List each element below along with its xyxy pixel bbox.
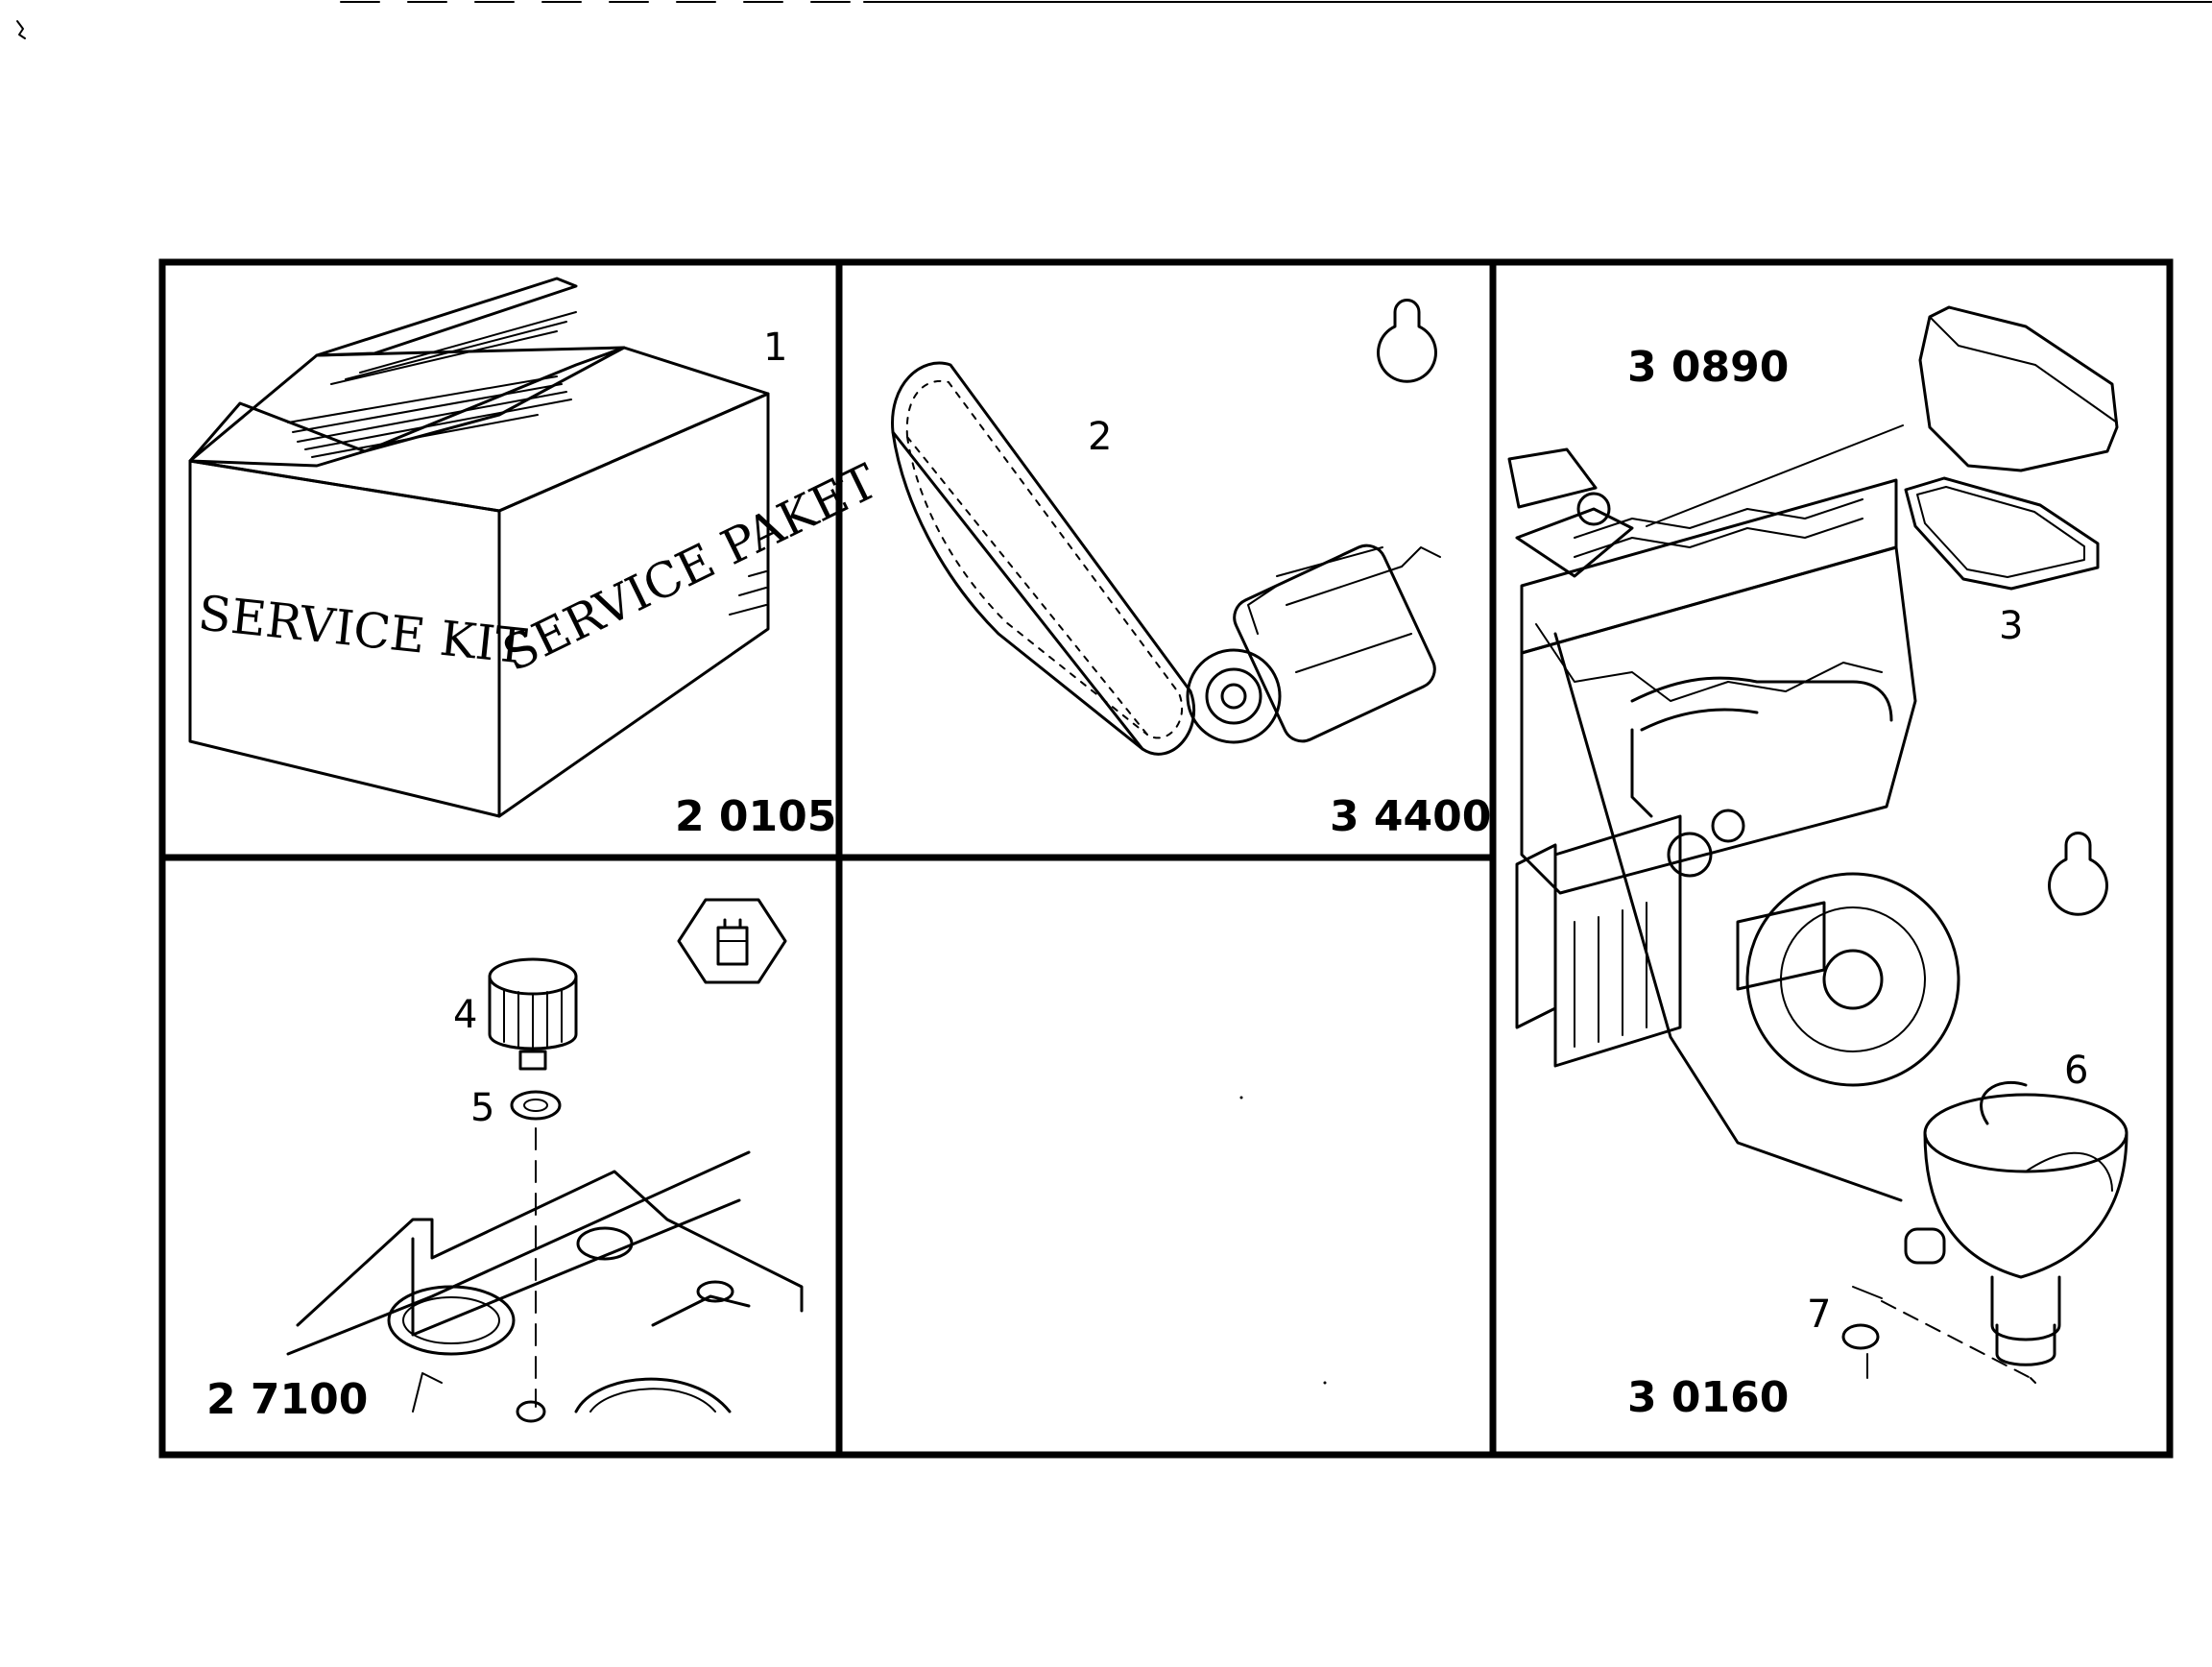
box-interior-shading bbox=[287, 311, 577, 458]
valve-cover-illustration bbox=[1918, 305, 2119, 472]
part-code-3-0160: 3 0160 bbox=[1627, 1373, 1789, 1422]
air-filter-illustration bbox=[1904, 1080, 2128, 1366]
filler-cap-illustration bbox=[488, 957, 578, 1071]
time-interval-icon bbox=[1377, 299, 1437, 383]
time-interval-icon bbox=[2048, 832, 2108, 916]
part-code-3-4400: 3 4400 bbox=[1330, 792, 1491, 841]
panel-belt-alternator: 2 3 4400 bbox=[891, 299, 1491, 841]
valve-cover-plate-illustration bbox=[286, 1150, 804, 1423]
panel-oil-filler-cap: 4 5 2 7100 bbox=[206, 898, 804, 1424]
valve-cover-gasket-illustration bbox=[1904, 476, 2100, 591]
seal-ring-illustration bbox=[510, 1090, 562, 1121]
callout-3: 3 bbox=[1999, 604, 2023, 648]
callout-6: 6 bbox=[2064, 1049, 2088, 1093]
callout-2: 2 bbox=[1088, 415, 1112, 459]
engine-illustration bbox=[1507, 447, 1960, 1087]
part-code-2-0105: 2 0105 bbox=[675, 792, 836, 841]
part-code-3-0890: 3 0890 bbox=[1627, 343, 1789, 392]
callout-1: 1 bbox=[763, 326, 787, 370]
panel-service-kit: SERVICE KIT SERVICE PAKET 1 2 0105 bbox=[188, 277, 886, 841]
o-ring-illustration bbox=[1841, 1286, 2036, 1384]
oil-can-hex-icon bbox=[677, 898, 787, 984]
drive-belt-illustration bbox=[891, 361, 1196, 756]
callout-5: 5 bbox=[470, 1086, 494, 1130]
panel-engine: 3 0890 3 bbox=[1507, 305, 2128, 1422]
callout-4: 4 bbox=[453, 993, 477, 1037]
part-code-2-7100: 2 7100 bbox=[206, 1375, 368, 1424]
box-text-service-kit: SERVICE KIT bbox=[196, 585, 530, 675]
panel-grid bbox=[158, 258, 2174, 1459]
alternator-illustration bbox=[1186, 544, 1441, 744]
panel-blank bbox=[1239, 1096, 1327, 1385]
scan-marks bbox=[16, 1, 2212, 39]
callout-7: 7 bbox=[1807, 1293, 1831, 1337]
